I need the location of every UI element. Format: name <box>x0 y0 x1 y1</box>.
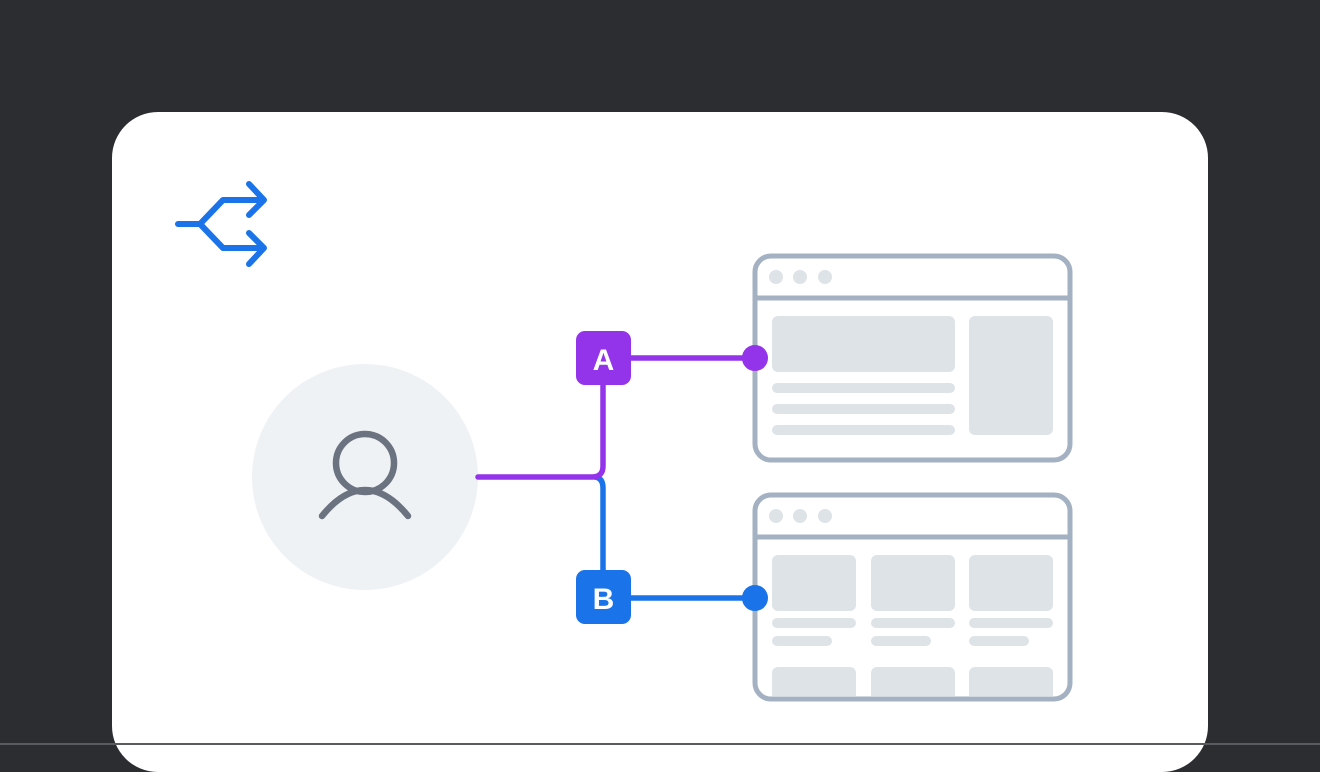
connector-a <box>475 355 755 480</box>
browser-window-b <box>752 492 1073 702</box>
variant-a-badge: A <box>576 331 631 385</box>
user-icon <box>318 430 412 520</box>
variant-b-badge: B <box>576 570 631 624</box>
skeleton-content-a <box>772 316 1053 435</box>
skeleton-content-b <box>772 555 1053 696</box>
variant-a-label: A <box>593 344 615 377</box>
window-dots <box>769 509 832 523</box>
variant-b-label: B <box>593 583 615 616</box>
user-avatar <box>252 364 478 590</box>
ab-test-diagram: A B <box>175 181 1073 702</box>
connector-b-endpoint-top <box>742 585 768 611</box>
connector-a-endpoint-top <box>742 345 768 371</box>
bottom-edge <box>0 743 1320 745</box>
window-dots <box>769 270 832 284</box>
browser-window-a <box>752 253 1073 463</box>
split-arrows-icon <box>175 181 267 267</box>
